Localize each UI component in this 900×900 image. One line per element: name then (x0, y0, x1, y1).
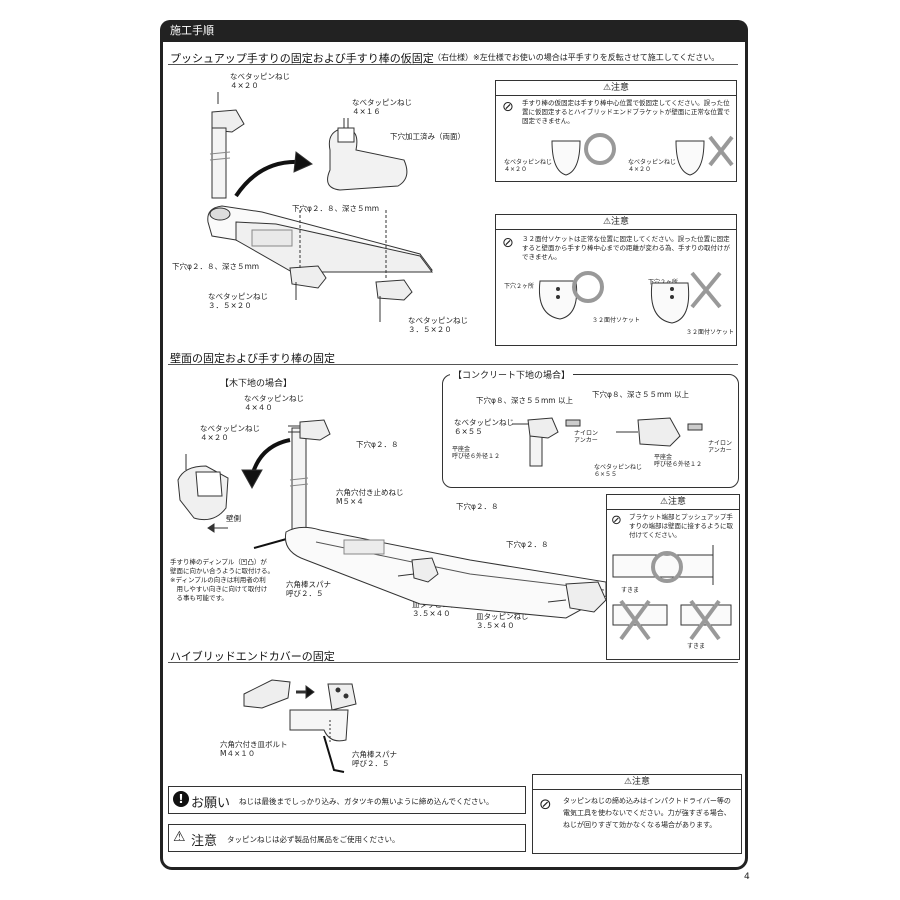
label-washer-a: 平座金 呼び径６外径１２ (452, 446, 501, 460)
caution1-title: ⚠注意 (496, 81, 736, 96)
caution2-text: ３２面付ソケットは正常な位置に固定してください。誤った位置に固定すると壁面から手… (522, 235, 730, 261)
ng-cross-icon (689, 599, 721, 641)
caution2-title: ⚠注意 (496, 215, 736, 230)
label-screw-440: なべタッピンねじ ４×４０ (244, 394, 304, 412)
page-header: 施工手順 (160, 20, 748, 42)
notice-label: 注意 (191, 834, 218, 849)
caution3-box: ⚠注意 ⊘ ブラケット端部とプッシュアップ手すりの端部は壁面に接するように取付け… (606, 494, 740, 660)
label-nylon-a: ナイロン アンカー (574, 430, 599, 444)
exclamation-icon: ! (173, 791, 189, 807)
ok-circle-icon (651, 551, 683, 583)
section2-title: 壁面の固定および手すり棒の固定 (170, 352, 335, 365)
caution2-figure (538, 271, 722, 324)
concrete-box (442, 374, 739, 488)
label-hex-wrench: 六角棒スパナ 呼び２．５ (286, 580, 331, 598)
caution1-screw-a: なべタッピンねじ ４×２０ (504, 159, 553, 173)
label-conc-screw-655: なべタッピンねじ ６×５５ (454, 418, 514, 436)
caution3-gap-b: すきま (687, 643, 706, 650)
label-hex-screw: 六角穴付き止めねじ M５×４ (336, 488, 404, 506)
ng-cross-icon (690, 271, 722, 309)
caution3-text: ブラケット端部とプッシュアップ手すりの端部は壁面に接するように取付けてください。 (629, 513, 733, 539)
prohibited-icon: ⊘ (611, 513, 622, 528)
request-label: お願い (191, 796, 231, 811)
caution1-text: 手すり棒の仮固定は手すり棒中心位置で仮固定してください。誤った位置に仮固定すると… (522, 99, 730, 125)
caution3-gap-a: すきま (621, 587, 640, 594)
ng-cross-icon (619, 599, 651, 641)
caution2-pilot-a: 下穴２ヶ所 (504, 283, 535, 290)
label-pilot-a: 下穴φ２．８、深さ５mm (292, 204, 380, 213)
caution1-screw-b: なべタッピンねじ ４×２０ (628, 159, 677, 173)
section2-rule (168, 364, 738, 365)
request-text: ねじは最後までしっかり込み、ガタツキの無いように締め込んでください。 (239, 797, 494, 806)
warning-triangle-icon: ⚠ (623, 777, 633, 787)
caution4-text: タッピンねじの締め込みはインパクトドライバー等の電気工具を使わないでください。力… (563, 797, 731, 829)
warning-triangle-icon: ⚠ (173, 829, 186, 845)
ok-circle-icon (584, 133, 616, 165)
section3-title: ハイブリッドエンドカバーの固定 (170, 650, 335, 663)
section1-note: （右仕様）※左仕様でお使いの場合は平手すりを反転させて施工してください。 (433, 53, 720, 62)
label-screw-420: なべタッピンねじ ４×２０ (200, 424, 260, 442)
prohibited-icon: ⊘ (502, 235, 514, 251)
section1-title: プッシュアップ手すりの固定および手すり棒の仮固定 (170, 52, 434, 65)
warning-triangle-icon: ⚠ (602, 217, 612, 227)
label-conc-screw-b: なべタッピンねじ ６×５５ (594, 464, 643, 478)
label-wall-side: 壁側 (226, 514, 241, 523)
section1-rule (168, 64, 738, 65)
caution4-box: ⚠注意 ⊘ タッピンねじの締め込みはインパクトドライバー等の電気工具を使わないで… (532, 774, 742, 854)
ng-cross-icon (708, 135, 734, 167)
label-pilot-28c: 下穴φ２．８ (506, 540, 549, 549)
warning-triangle-icon: ⚠ (659, 497, 669, 507)
label-screw-416: なべタッピンねじ ４×１６ (352, 98, 412, 116)
prohibited-icon: ⊘ (502, 99, 514, 115)
label-flat-screw-b: 皿タッピンねじ ３.５×４０ (476, 612, 529, 630)
label-nylon-b: ナイロン アンカー (708, 440, 733, 454)
warning-triangle-icon: ⚠ (602, 83, 612, 93)
caution2-socket-a: ３２面付ソケット (592, 317, 641, 324)
notice-bar: ⚠ 注意 タッピンねじは必ず製品付属品をご使用ください。 (168, 824, 526, 852)
label-pilot-28: 下穴φ２．８ (356, 440, 399, 449)
label-pilot-b: 下穴φ２．８、深さ５mm (172, 262, 260, 271)
prohibited-icon: ⊘ (539, 795, 552, 813)
caution2-socket-b: ３２面付ソケット (686, 329, 735, 336)
caution2-box: ⚠注意 ⊘ ３２面付ソケットは正常な位置に固定してください。誤った位置に固定する… (495, 214, 737, 346)
caution3-title: ⚠注意 (607, 495, 739, 510)
label-bolt: 六角穴付き皿ボルト M４×１０ (220, 740, 288, 758)
label-screw-35a: なべタッピンねじ ３．５×２０ (208, 292, 268, 310)
label-screw-35b: なべタッピンねじ ３．５×２０ (408, 316, 468, 334)
dimple-note: 手すり棒のディンプル（凹凸）が 壁面に向かい合うように取付ける。 ※ディンプルの… (170, 558, 274, 602)
wood-title: 【木下地の場合】 (220, 379, 293, 389)
label-conc-pilot-b: 下穴φ８、深さ５５mm 以上 (592, 390, 689, 399)
label-pilot-both: 下穴加工済み（両面） (390, 132, 465, 141)
page-number: 4 (744, 872, 750, 882)
ok-circle-icon (572, 271, 604, 303)
concrete-title: 【コンクリート下地の場合】 (450, 368, 574, 381)
caution4-title: ⚠注意 (533, 775, 741, 790)
label-screw-top: なべタッピンねじ ４×２０ (230, 72, 290, 90)
notice-text: タッピンねじは必ず製品付属品をご使用ください。 (227, 835, 400, 844)
request-bar: ! お願い ねじは最後までしっかり込み、ガタツキの無いように締め込んでください。 (168, 786, 526, 814)
label-conc-pilot-a: 下穴φ８、深さ５５mm 以上 (476, 396, 573, 405)
caution1-figure (551, 133, 734, 176)
label-pilot-28b: 下穴φ２．８ (456, 502, 499, 511)
caution3-figure (612, 545, 732, 641)
label-washer-b: 平座金 呼び径６外径１２ (654, 454, 703, 468)
section3-rule (168, 662, 738, 663)
label-wrench: 六角棒スパナ 呼び２．５ (352, 750, 397, 768)
caution1-box: ⚠注意 ⊘ 手すり棒の仮固定は手すり棒中心位置で仮固定してください。誤った位置に… (495, 80, 737, 182)
